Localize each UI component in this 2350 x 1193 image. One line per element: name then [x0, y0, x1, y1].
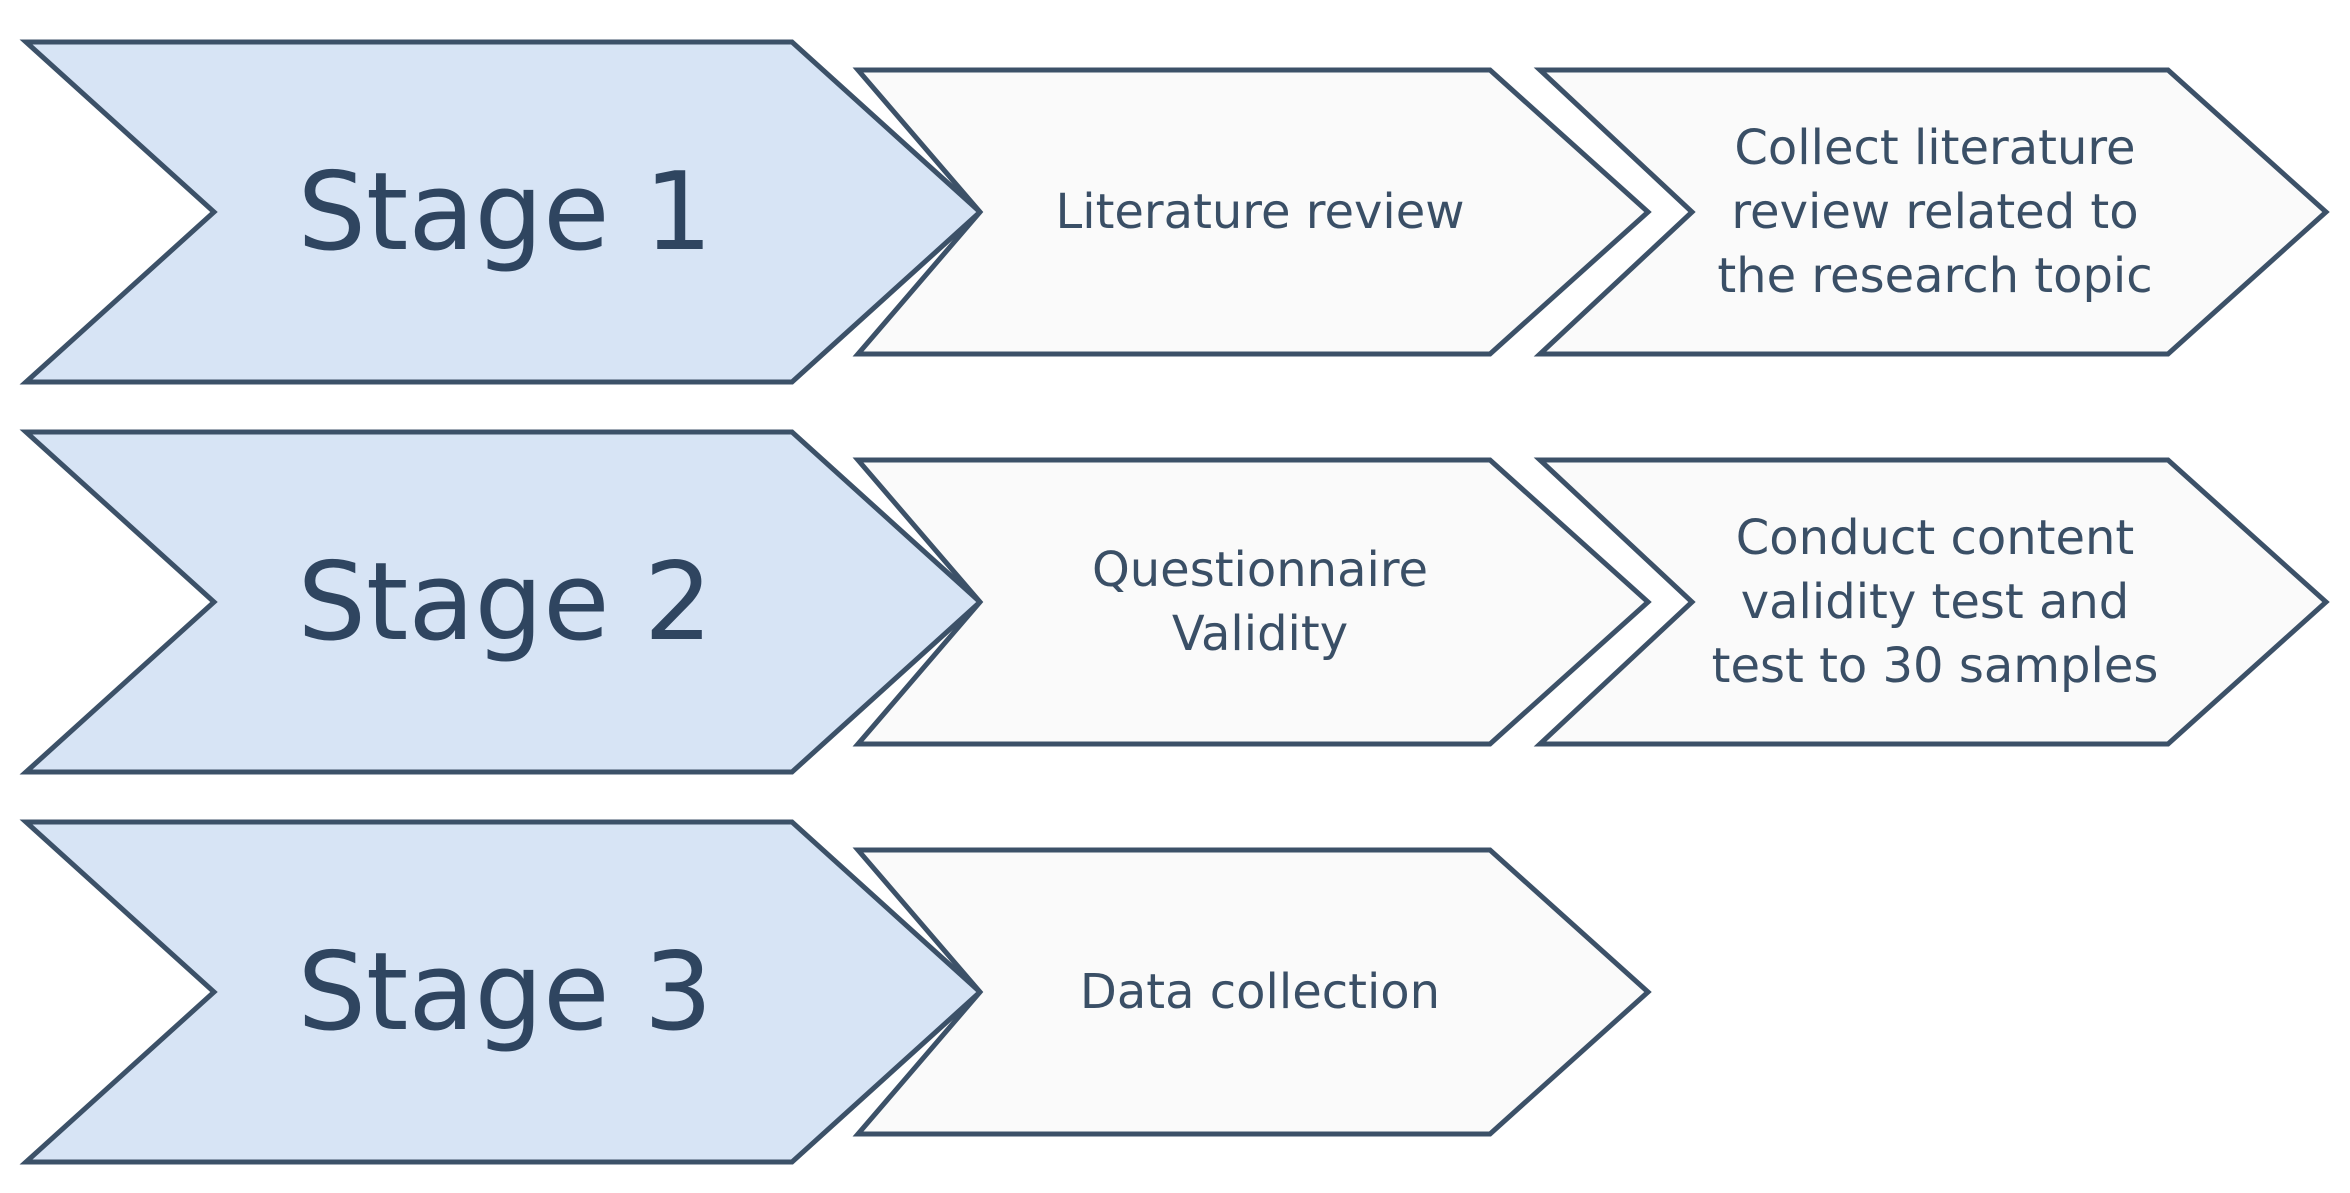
stage-2-label: Stage 2 [297, 539, 713, 665]
stage-1-step-1-label: Literature review [1055, 184, 1465, 240]
stage-1-step-2-label: Collect literature review related to the… [1717, 120, 2153, 304]
stage-2-chevron [19, 429, 984, 775]
stage-3-step-1-chevron [852, 847, 1652, 1137]
stage-1-label: Stage 1 [297, 149, 713, 275]
stage-2-step-2-label: Conduct content validity test and test t… [1711, 510, 2159, 694]
stage-3-step-1-label: Data collection [1079, 964, 1441, 1020]
stage-2-step-2-chevron [1533, 457, 2330, 747]
stage-2-step-1-chevron [852, 457, 1652, 747]
stage-1-step-1-chevron [852, 67, 1652, 357]
stage-3-label: Stage 3 [297, 929, 713, 1055]
stage-1-chevron [19, 39, 984, 385]
stage-1-step-2-chevron [1533, 67, 2330, 357]
stage-2-step-1-label: Questionnaire Validity [1091, 542, 1429, 662]
stage-3-chevron [19, 819, 984, 1165]
